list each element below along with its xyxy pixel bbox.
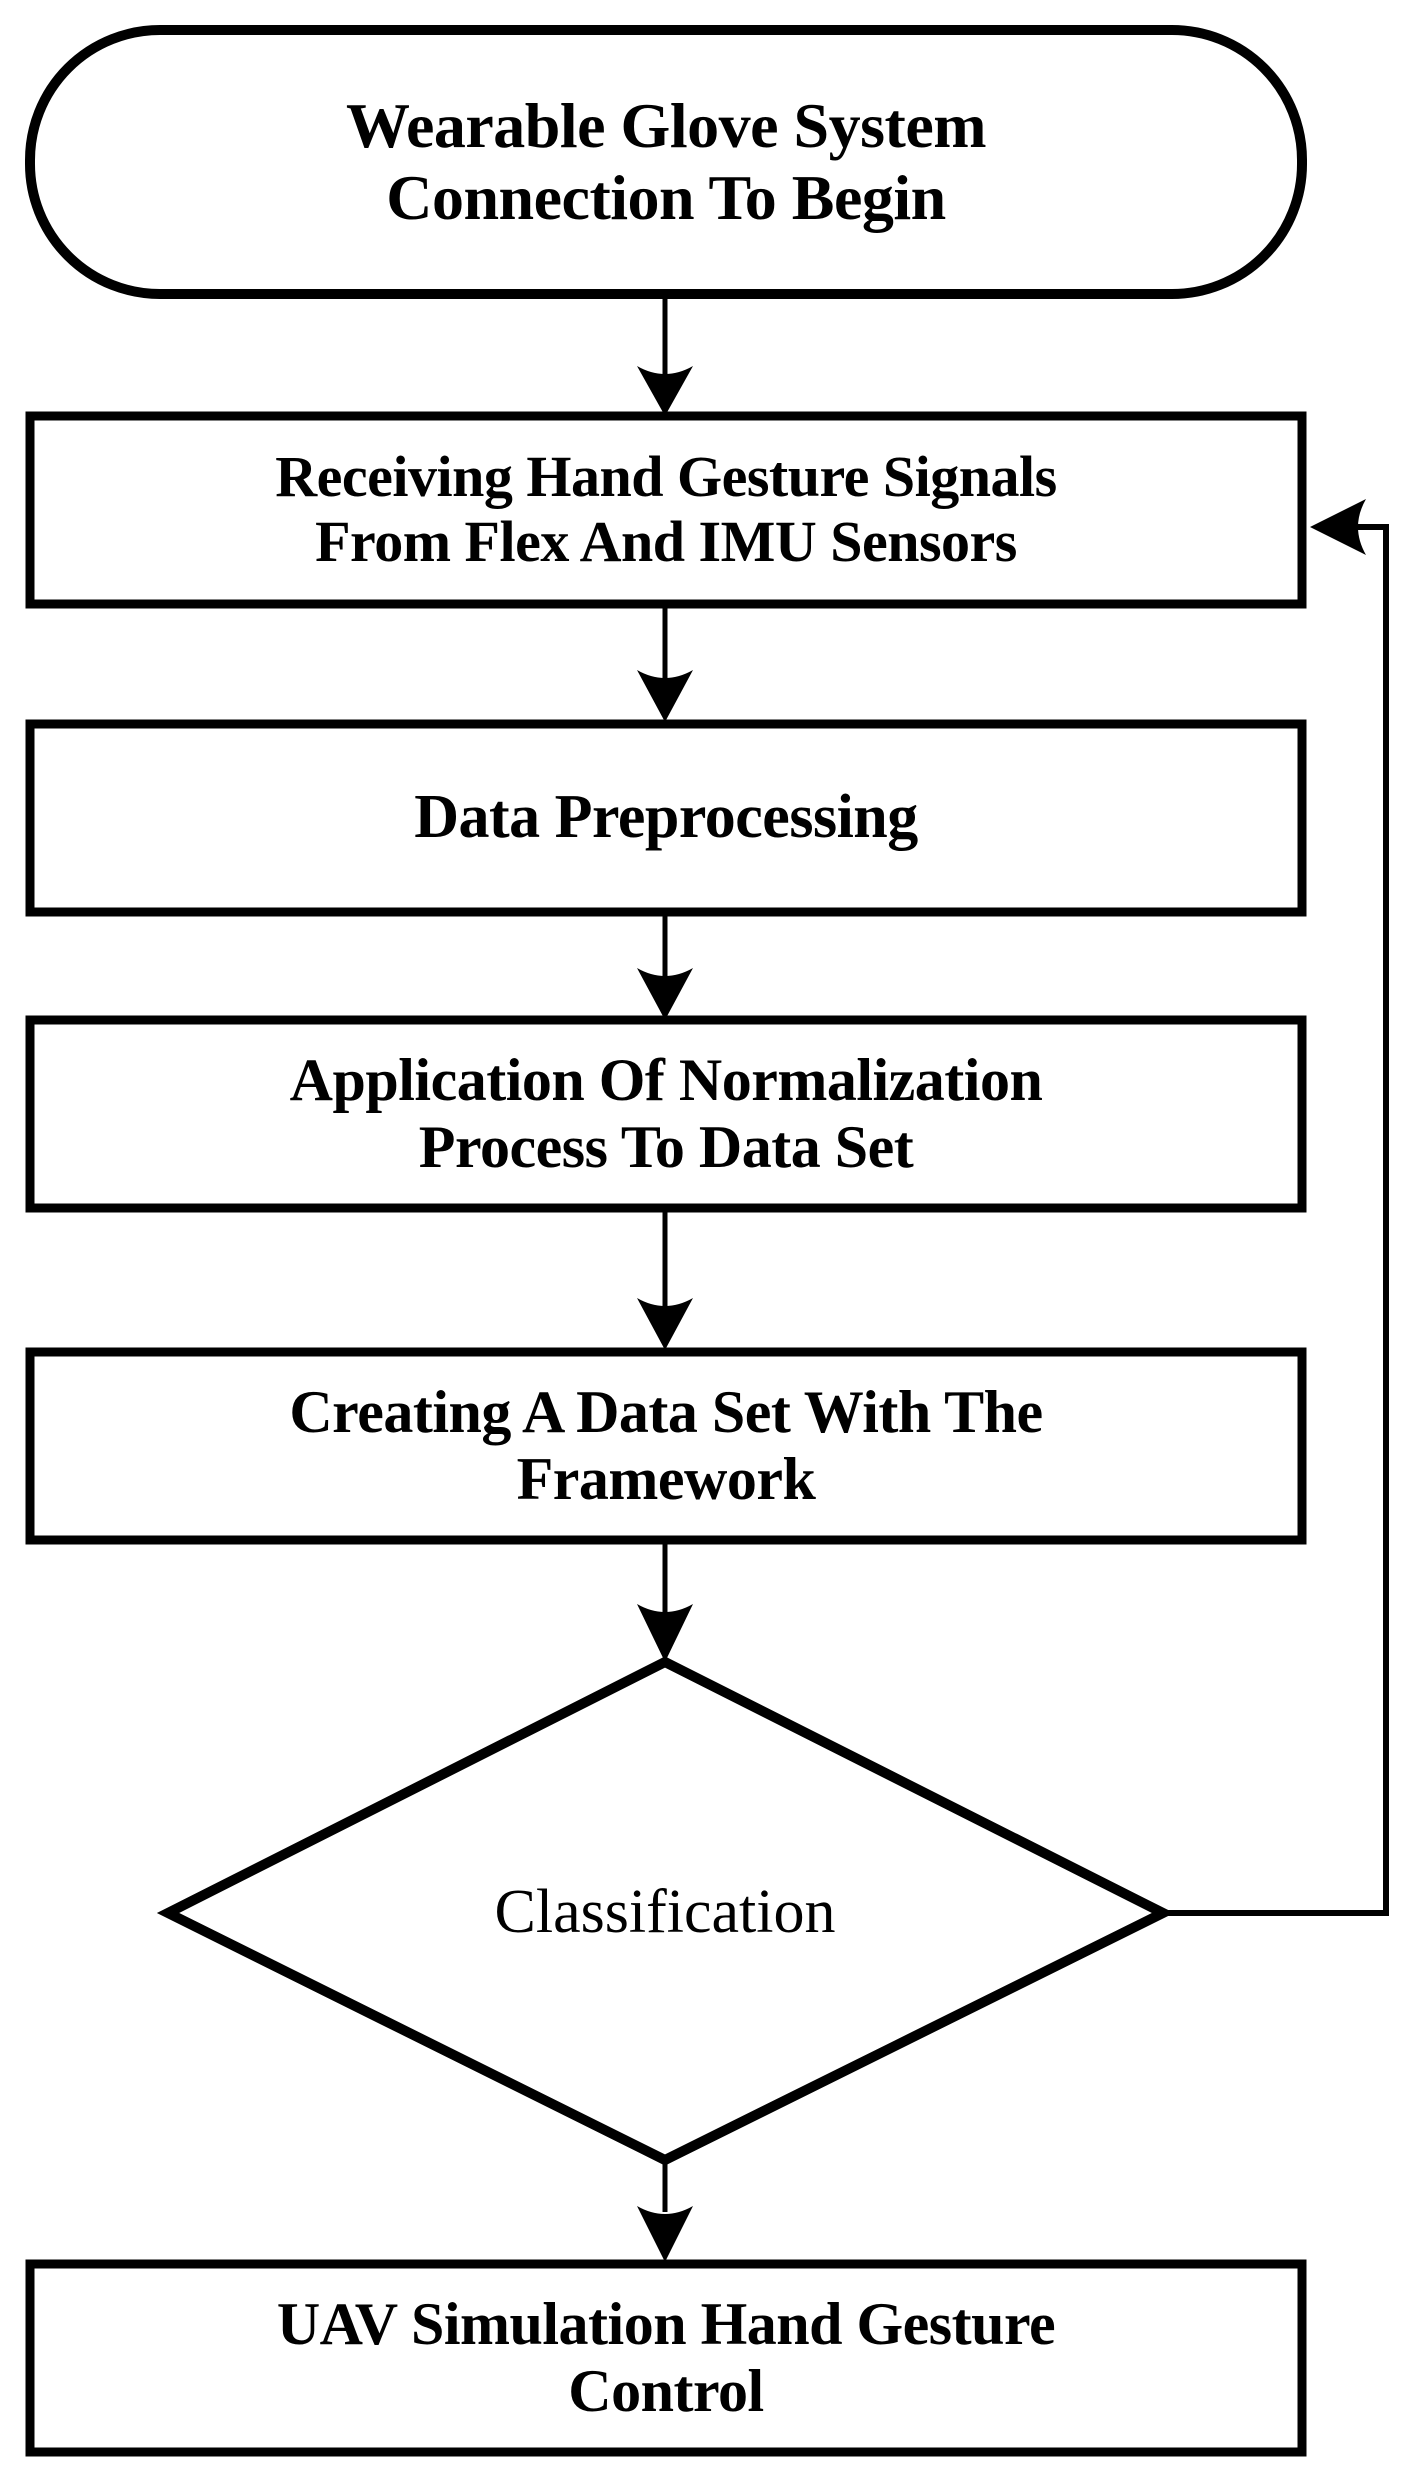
node-normalize-shape[interactable] (25, 1015, 1307, 1213)
node-classification-shape[interactable] (156, 1656, 1175, 2166)
node-receive-shape[interactable] (25, 411, 1307, 609)
node-dataset-shape[interactable] (25, 1347, 1307, 1545)
node-preprocess-shape[interactable] (25, 719, 1307, 917)
edge-dataset-to-classification (637, 1542, 693, 1662)
node-start-shape[interactable] (25, 25, 1307, 299)
edge-normalize-to-dataset (637, 1210, 693, 1350)
edge-preprocess-to-normalize (637, 914, 693, 1020)
node-uav-shape[interactable] (25, 2259, 1307, 2457)
edge-start-to-receive (637, 296, 693, 416)
edge-classification-to-uav (637, 2160, 693, 2262)
edge-classification-feedback-to-receive (1163, 499, 1389, 1916)
edge-receive-to-preprocess (637, 606, 693, 722)
